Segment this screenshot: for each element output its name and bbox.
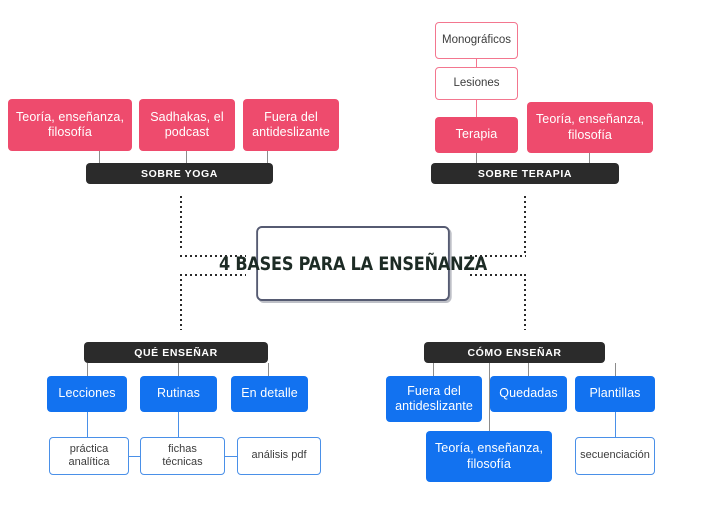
connector-yoga-sadhakas bbox=[186, 150, 188, 165]
branch-header-label: SOBRE TERAPIA bbox=[477, 167, 573, 180]
connector-que-lecciones bbox=[87, 363, 89, 377]
connector-fichas-analisis bbox=[225, 456, 238, 458]
node-label: secuenciación bbox=[580, 449, 650, 462]
connector-que-endetalle bbox=[268, 363, 270, 377]
dotted-connector-terapia-vertical bbox=[524, 196, 526, 256]
connector-plantillas-secuenciacion bbox=[615, 412, 617, 438]
dotted-connector-yoga-vertical bbox=[180, 196, 182, 248]
branch-header-label: SOBRE YOGA bbox=[141, 167, 218, 180]
branch-header-sobre-yoga[interactable]: SOBRE YOGA bbox=[86, 163, 273, 184]
connector-como-quedadas bbox=[528, 363, 530, 377]
connector-como-fuera bbox=[433, 363, 435, 377]
connector-lecciones-practica bbox=[87, 412, 89, 438]
connector-yoga-fuera bbox=[267, 150, 269, 165]
dotted-connector-que-horizontal bbox=[180, 274, 246, 276]
branch-header-sobre-terapia[interactable]: SOBRE TERAPIA bbox=[431, 163, 619, 184]
branch-header-que-ensenar[interactable]: QUÉ ENSEÑAR bbox=[84, 342, 268, 363]
node-yoga-sadhakas-podcast[interactable]: Sadhakas, el podcast bbox=[139, 99, 235, 151]
dotted-connector-yoga-horizontal bbox=[180, 255, 246, 257]
node-label: Lesiones bbox=[453, 77, 500, 90]
branch-header-label: QUÉ ENSEÑAR bbox=[134, 346, 218, 359]
node-como-teoria-ensenanza-filosofia[interactable]: Teoría, enseñanza, filosofía bbox=[426, 431, 552, 482]
node-label: práctica analítica bbox=[68, 442, 110, 468]
connector-rutinas-fichas bbox=[178, 412, 180, 438]
node-label: Terapia bbox=[455, 127, 498, 142]
node-terapia-teoria-ensenanza-filosofia[interactable]: Teoría, enseñanza, filosofía bbox=[527, 102, 653, 153]
node-yoga-teoria-ensenanza-filosofia[interactable]: Teoría, enseñanza, filosofía bbox=[8, 99, 132, 151]
node-terapia-monograficos[interactable]: Monográficos bbox=[435, 22, 518, 59]
node-terapia-lesiones[interactable]: Lesiones bbox=[435, 67, 518, 100]
node-label: Lecciones bbox=[58, 386, 116, 401]
node-label: Fuera del antideslizante bbox=[395, 383, 473, 413]
node-label: En detalle bbox=[241, 386, 298, 401]
branch-header-como-ensenar[interactable]: CÓMO ENSEÑAR bbox=[424, 342, 605, 363]
node-como-fuera-antideslizante[interactable]: Fuera del antideslizante bbox=[386, 376, 482, 422]
node-que-lecciones[interactable]: Lecciones bbox=[47, 376, 127, 412]
connector-como-teoria bbox=[489, 363, 491, 377]
connector-yoga-teoria bbox=[99, 150, 101, 165]
node-label: Teoría, enseñanza, filosofía bbox=[434, 441, 544, 471]
connector-como-plantillas bbox=[615, 363, 617, 377]
node-como-secuenciacion[interactable]: secuenciación bbox=[575, 437, 655, 475]
dotted-connector-que-vertical bbox=[180, 274, 182, 330]
connector-que-rutinas bbox=[178, 363, 180, 377]
node-label: Plantillas bbox=[589, 386, 641, 401]
node-que-analisis-pdf[interactable]: análisis pdf bbox=[237, 437, 321, 475]
node-label: Rutinas bbox=[156, 386, 201, 401]
node-label: fichas técnicas bbox=[162, 442, 203, 468]
node-label: Monográficos bbox=[441, 34, 512, 47]
node-que-rutinas[interactable]: Rutinas bbox=[140, 376, 217, 412]
dotted-connector-como-horizontal bbox=[470, 274, 526, 276]
node-que-practica-analitica[interactable]: práctica analítica bbox=[49, 437, 129, 475]
node-como-plantillas[interactable]: Plantillas bbox=[575, 376, 655, 412]
connector-terapia-to-header bbox=[476, 152, 478, 165]
center-title-box[interactable]: 4 BASES PARA LA ENSEÑANZA bbox=[219, 226, 487, 301]
node-label: Sadhakas, el podcast bbox=[150, 109, 224, 139]
node-que-en-detalle[interactable]: En detalle bbox=[231, 376, 308, 412]
node-label: Fuera del antideslizante bbox=[252, 109, 330, 139]
node-como-quedadas[interactable]: Quedadas bbox=[490, 376, 567, 412]
node-yoga-fuera-antideslizante[interactable]: Fuera del antideslizante bbox=[243, 99, 339, 151]
branch-header-label: CÓMO ENSEÑAR bbox=[467, 346, 562, 359]
connector-como-teoria-stem bbox=[489, 376, 491, 432]
node-terapia-terapia[interactable]: Terapia bbox=[435, 117, 518, 153]
node-label: Teoría, enseñanza, filosofía bbox=[15, 109, 125, 139]
node-label: Teoría, enseñanza, filosofía bbox=[535, 112, 645, 142]
page-title: 4 BASES PARA LA ENSEÑANZA bbox=[218, 252, 488, 275]
node-label: Quedadas bbox=[499, 386, 558, 401]
connector-lesiones-terapia bbox=[476, 99, 478, 118]
node-que-fichas-tecnicas[interactable]: fichas técnicas bbox=[140, 437, 225, 475]
node-label: análisis pdf bbox=[251, 449, 307, 462]
connector-terapia-teoria-to-header bbox=[589, 152, 591, 165]
dotted-connector-terapia-horizontal bbox=[470, 255, 526, 257]
connector-practica-fichas bbox=[129, 456, 141, 458]
connector-monograficos-lesiones bbox=[476, 58, 478, 68]
dotted-connector-como-vertical bbox=[524, 274, 526, 330]
